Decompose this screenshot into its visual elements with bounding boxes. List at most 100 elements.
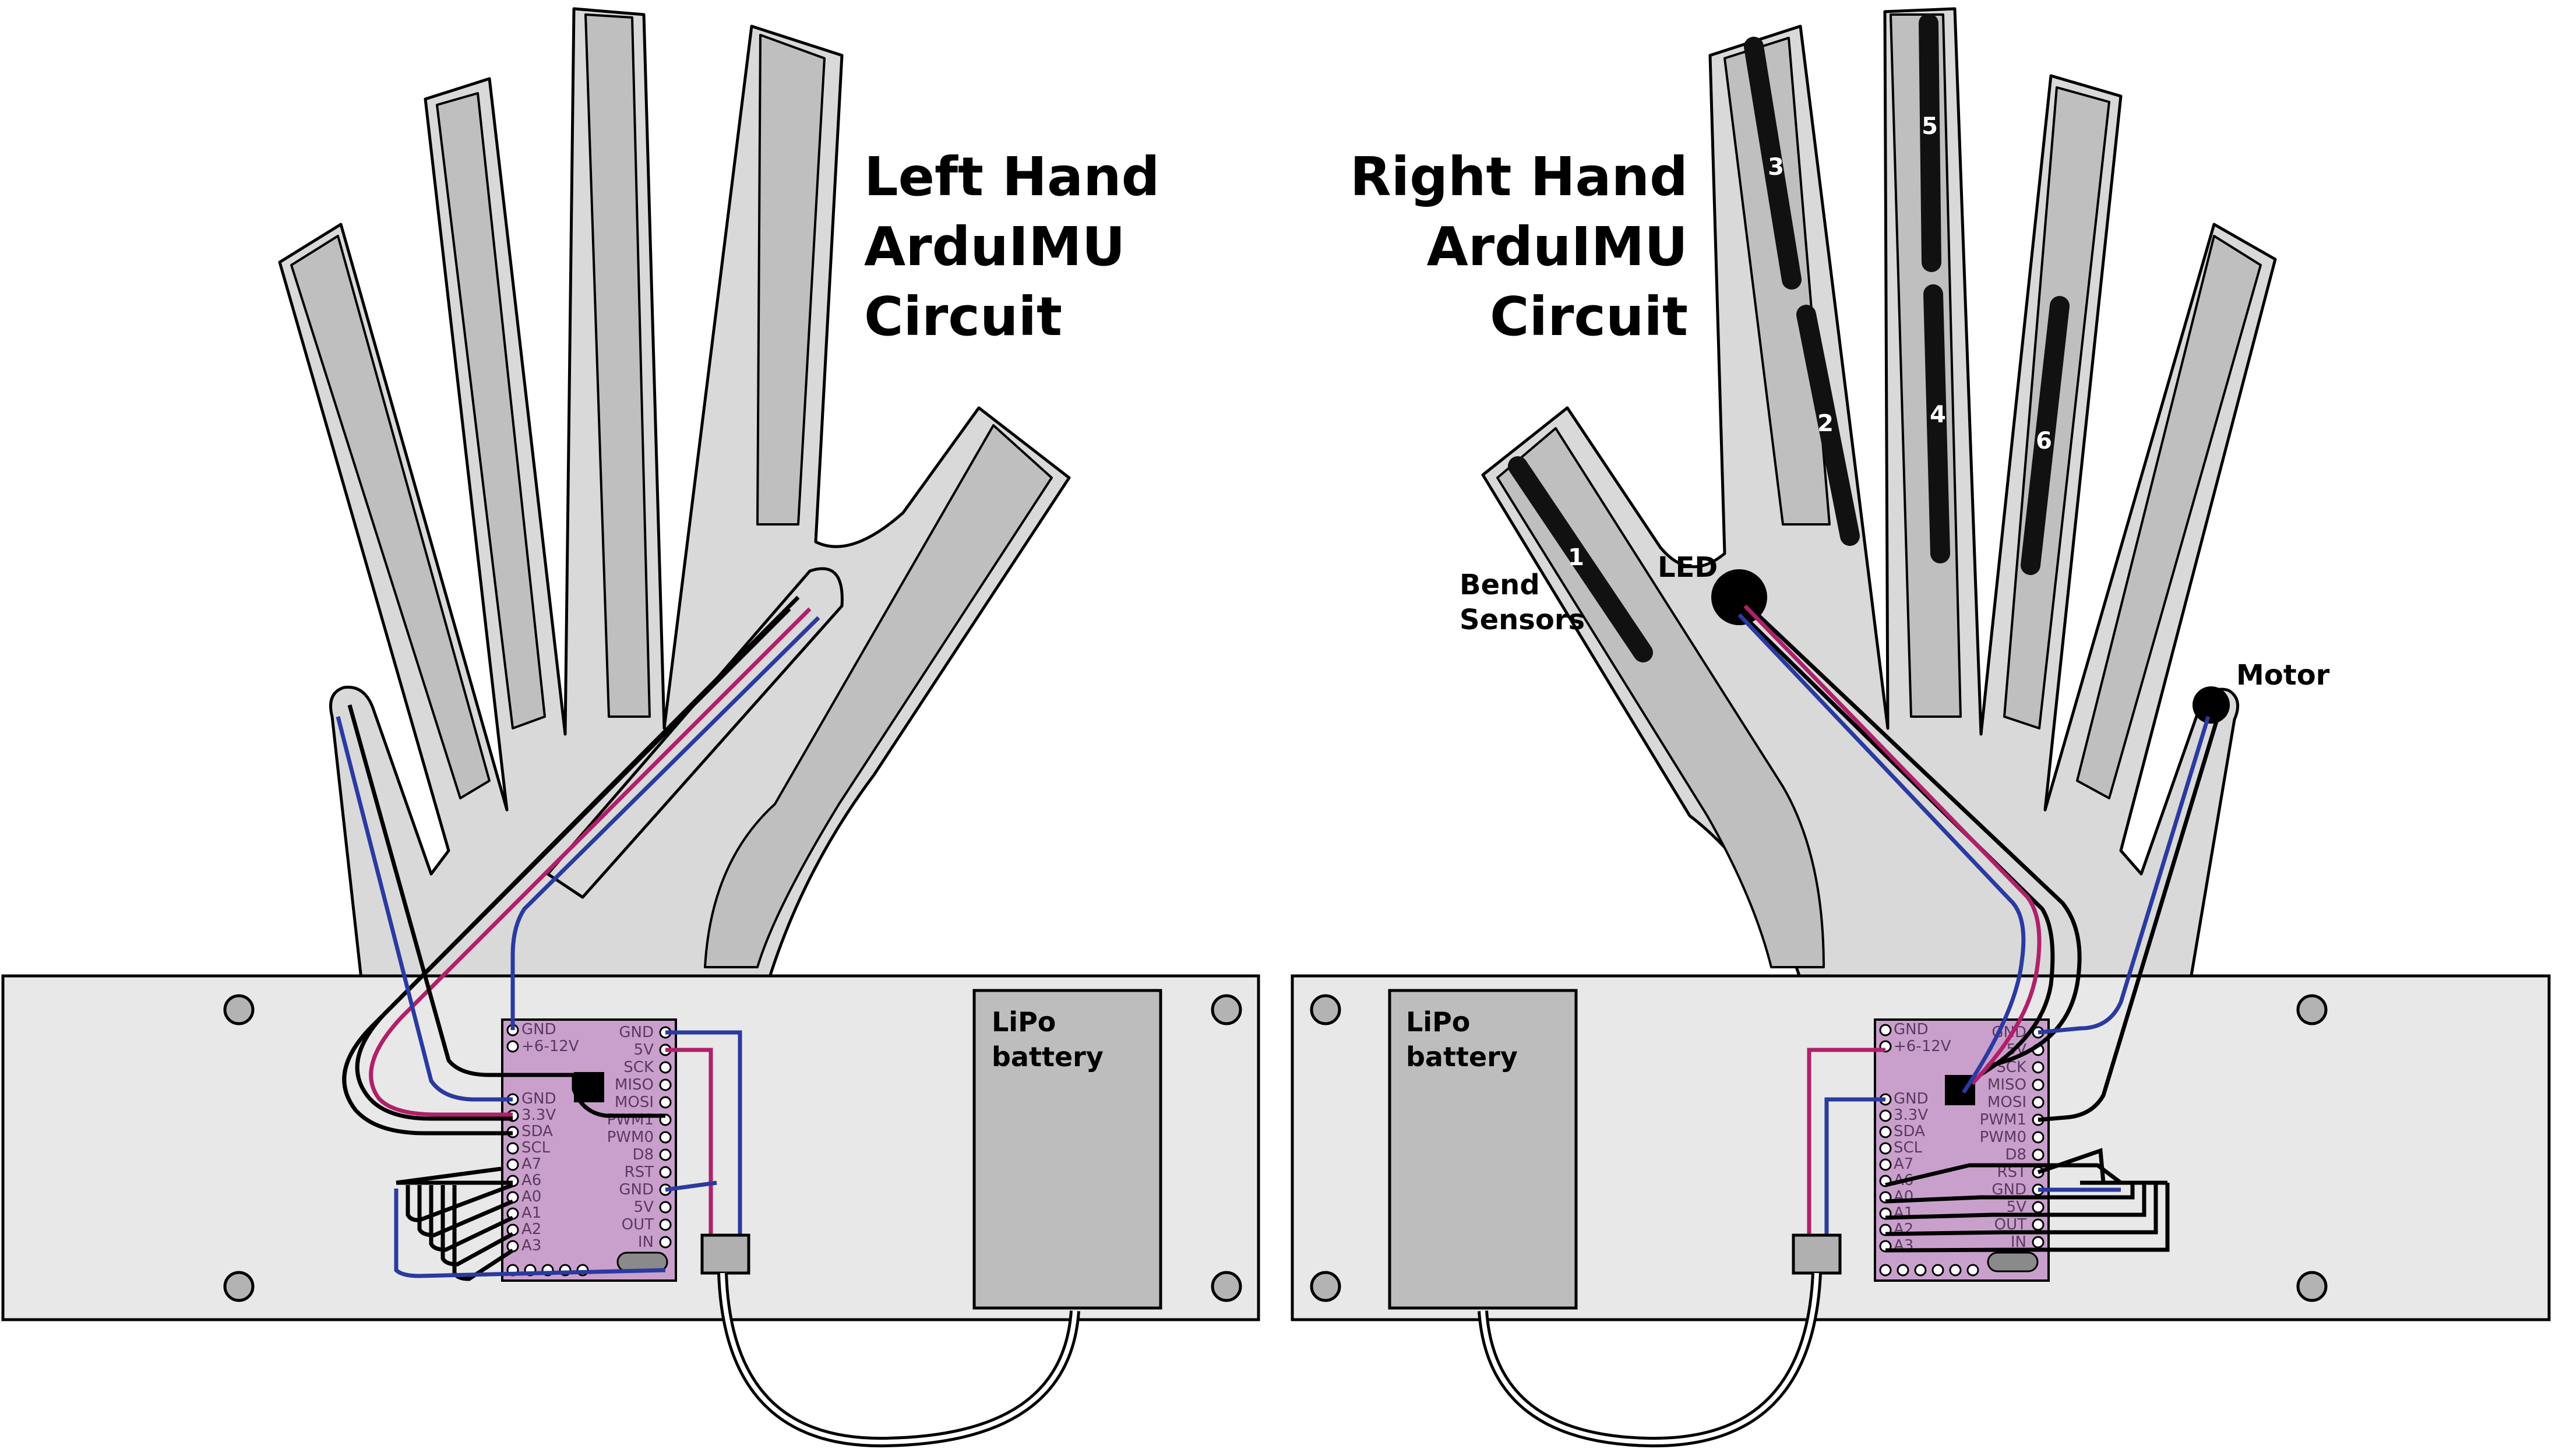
- pin-label: 5V: [634, 1198, 654, 1216]
- right-screw-tr: [2296, 994, 2328, 1025]
- left-wire-power-red: [665, 1048, 713, 1244]
- left-thumb-strip: [704, 424, 1053, 968]
- left-wire-gnd-blue: [665, 1180, 717, 1192]
- pin-label: A6: [521, 1172, 541, 1189]
- pin-label: PWM0: [607, 1129, 654, 1146]
- pin-label: MISO: [615, 1076, 654, 1094]
- right-pinky-strip: [2076, 235, 2262, 799]
- right-sensor-number-6: 6: [2036, 428, 2052, 454]
- right-bend-sensors-label-line1: Bend: [1460, 569, 1540, 601]
- left-wire-red: [369, 607, 812, 1117]
- right-bend-sensor-4: [1923, 284, 1950, 563]
- pin-label: GND: [521, 1021, 556, 1038]
- right-bend-sensor-6: [2021, 296, 2070, 575]
- pin-label: GND: [619, 1024, 654, 1041]
- right-lipo-battery: [1388, 989, 1578, 1310]
- right-sensor-number-1: 1: [1568, 544, 1584, 571]
- right-screw-br: [2296, 1271, 2328, 1302]
- pin-label: GND: [1894, 1021, 1929, 1038]
- pin-label: SDA: [1894, 1123, 1925, 1140]
- right-arduimu-board: [1874, 1018, 2050, 1282]
- right-sensor-wire-2: [1885, 1183, 2135, 1204]
- left-index-strip: [756, 34, 826, 526]
- left-ring-strip: [436, 92, 546, 729]
- pin-label: SCL: [521, 1139, 551, 1157]
- pin-label: D8: [632, 1146, 654, 1164]
- left-wire-black-c: [347, 704, 665, 1118]
- right-sensor-wire-5: [1885, 1183, 2170, 1253]
- right-bend-sensor-2: [1796, 305, 1860, 546]
- right-sensor-number-2: 2: [1817, 410, 1834, 437]
- pin-label: SCK: [623, 1059, 654, 1076]
- pin-label: D8: [2005, 1146, 2026, 1164]
- right-led-wire-black-b: [1732, 604, 2055, 1077]
- pin-label: 3.3V: [1894, 1106, 1928, 1124]
- pin-label: PWM1: [1980, 1111, 2026, 1129]
- right-led-label: LED: [1658, 551, 1718, 584]
- pin-label: GND: [521, 1090, 556, 1108]
- left-screw-br: [1211, 1271, 1242, 1302]
- right-sensor-wire-3: [1885, 1183, 2146, 1220]
- left-wire-analog-5: [452, 1185, 514, 1281]
- left-screw-tl: [223, 994, 255, 1025]
- pin-label: A3: [521, 1237, 541, 1254]
- pin-label: PWM0: [1980, 1129, 2026, 1146]
- right-sensor-wire-1: [1885, 1163, 2123, 1187]
- left-arduimu-board: [501, 1018, 677, 1282]
- left-wire-analog-3: [429, 1185, 514, 1252]
- left-title-line1: Left Hand: [864, 146, 1159, 208]
- left-wire-blue-gnd: [394, 1189, 666, 1278]
- right-title-line1: Right Hand: [1350, 146, 1688, 208]
- left-pin-labels-left: GND +6-12V GND 3.3V SDA SCL A7 A6 A0 A1 …: [521, 1021, 579, 1254]
- pin-label: +6-12V: [1894, 1038, 1951, 1055]
- pin-label: 3.3V: [521, 1106, 556, 1124]
- pin-label: A1: [521, 1204, 541, 1222]
- left-title-line3: Circuit: [864, 285, 1062, 348]
- right-motor-wire-black: [2038, 718, 2219, 1122]
- right-sensor-number-3: 3: [1768, 154, 1784, 181]
- pin-label: RST: [625, 1164, 654, 1181]
- right-battery-connector: [1792, 1233, 1842, 1275]
- left-wire-analog-4: [440, 1185, 514, 1267]
- left-title-line2: ArduIMU: [864, 216, 1125, 278]
- left-wire-power-blue: [665, 1030, 742, 1244]
- right-power-wire-red: [1807, 1048, 1885, 1244]
- left-battery-label-line2: battery: [992, 1041, 1104, 1073]
- left-hand-assembly: GND +6-12V GND 3.3V SDA SCL A7 A6 A0 A1 …: [1, 7, 1260, 1448]
- right-bend-sensor-1: [1508, 456, 1653, 662]
- right-led-wire-black-a: [1737, 595, 2082, 1069]
- right-motor-wire-blue: [2038, 715, 2211, 1035]
- pin-label: 5V: [634, 1041, 654, 1059]
- right-motor-label: Motor: [2236, 659, 2330, 692]
- right-sensor-wire-4: [1885, 1183, 2158, 1236]
- right-screw-tl: [1310, 994, 1341, 1025]
- right-led-wire-blue: [1737, 613, 2026, 1094]
- right-screw-bl: [1310, 1271, 1341, 1302]
- pin-label: MOSI: [615, 1094, 654, 1111]
- pin-label: MOSI: [1987, 1094, 2026, 1111]
- right-motor: [2193, 686, 2230, 724]
- pin-label: SCL: [1894, 1139, 1923, 1157]
- left-wire-black-a: [355, 595, 800, 1121]
- right-battery-label-line2: battery: [1406, 1041, 1518, 1073]
- pin-label: SDA: [521, 1123, 553, 1140]
- right-power-wire-blue: [1824, 1097, 1885, 1244]
- left-wire-blue-a: [510, 616, 820, 1030]
- right-index-strip: [1723, 37, 1831, 526]
- right-bend-sensor-5: [1919, 13, 1941, 272]
- right-reset-button: [1987, 1251, 2039, 1272]
- left-pin-labels-right: GND 5V SCK MISO MOSI PWM1 PWM0 D8 RST GN…: [607, 1024, 654, 1251]
- pin-label: IN: [638, 1233, 654, 1251]
- left-screw-tr: [1211, 994, 1242, 1025]
- left-middle-strip: [584, 13, 651, 718]
- pin-label: A7: [1894, 1155, 1913, 1173]
- left-battery-cable-inner: [720, 1272, 1077, 1445]
- right-hand-assembly: 1 2 3 4 5 6 LED Motor Bend Sensors LiPo …: [1291, 7, 2551, 1448]
- pin-label: A0: [521, 1188, 541, 1205]
- pin-label: GND: [1894, 1090, 1929, 1108]
- right-led-wire-red: [1743, 604, 2042, 1085]
- left-wire-black-b: [342, 607, 791, 1136]
- pin-label: +6-12V: [521, 1038, 579, 1055]
- right-bend-sensors-label-line2: Sensors: [1460, 604, 1585, 636]
